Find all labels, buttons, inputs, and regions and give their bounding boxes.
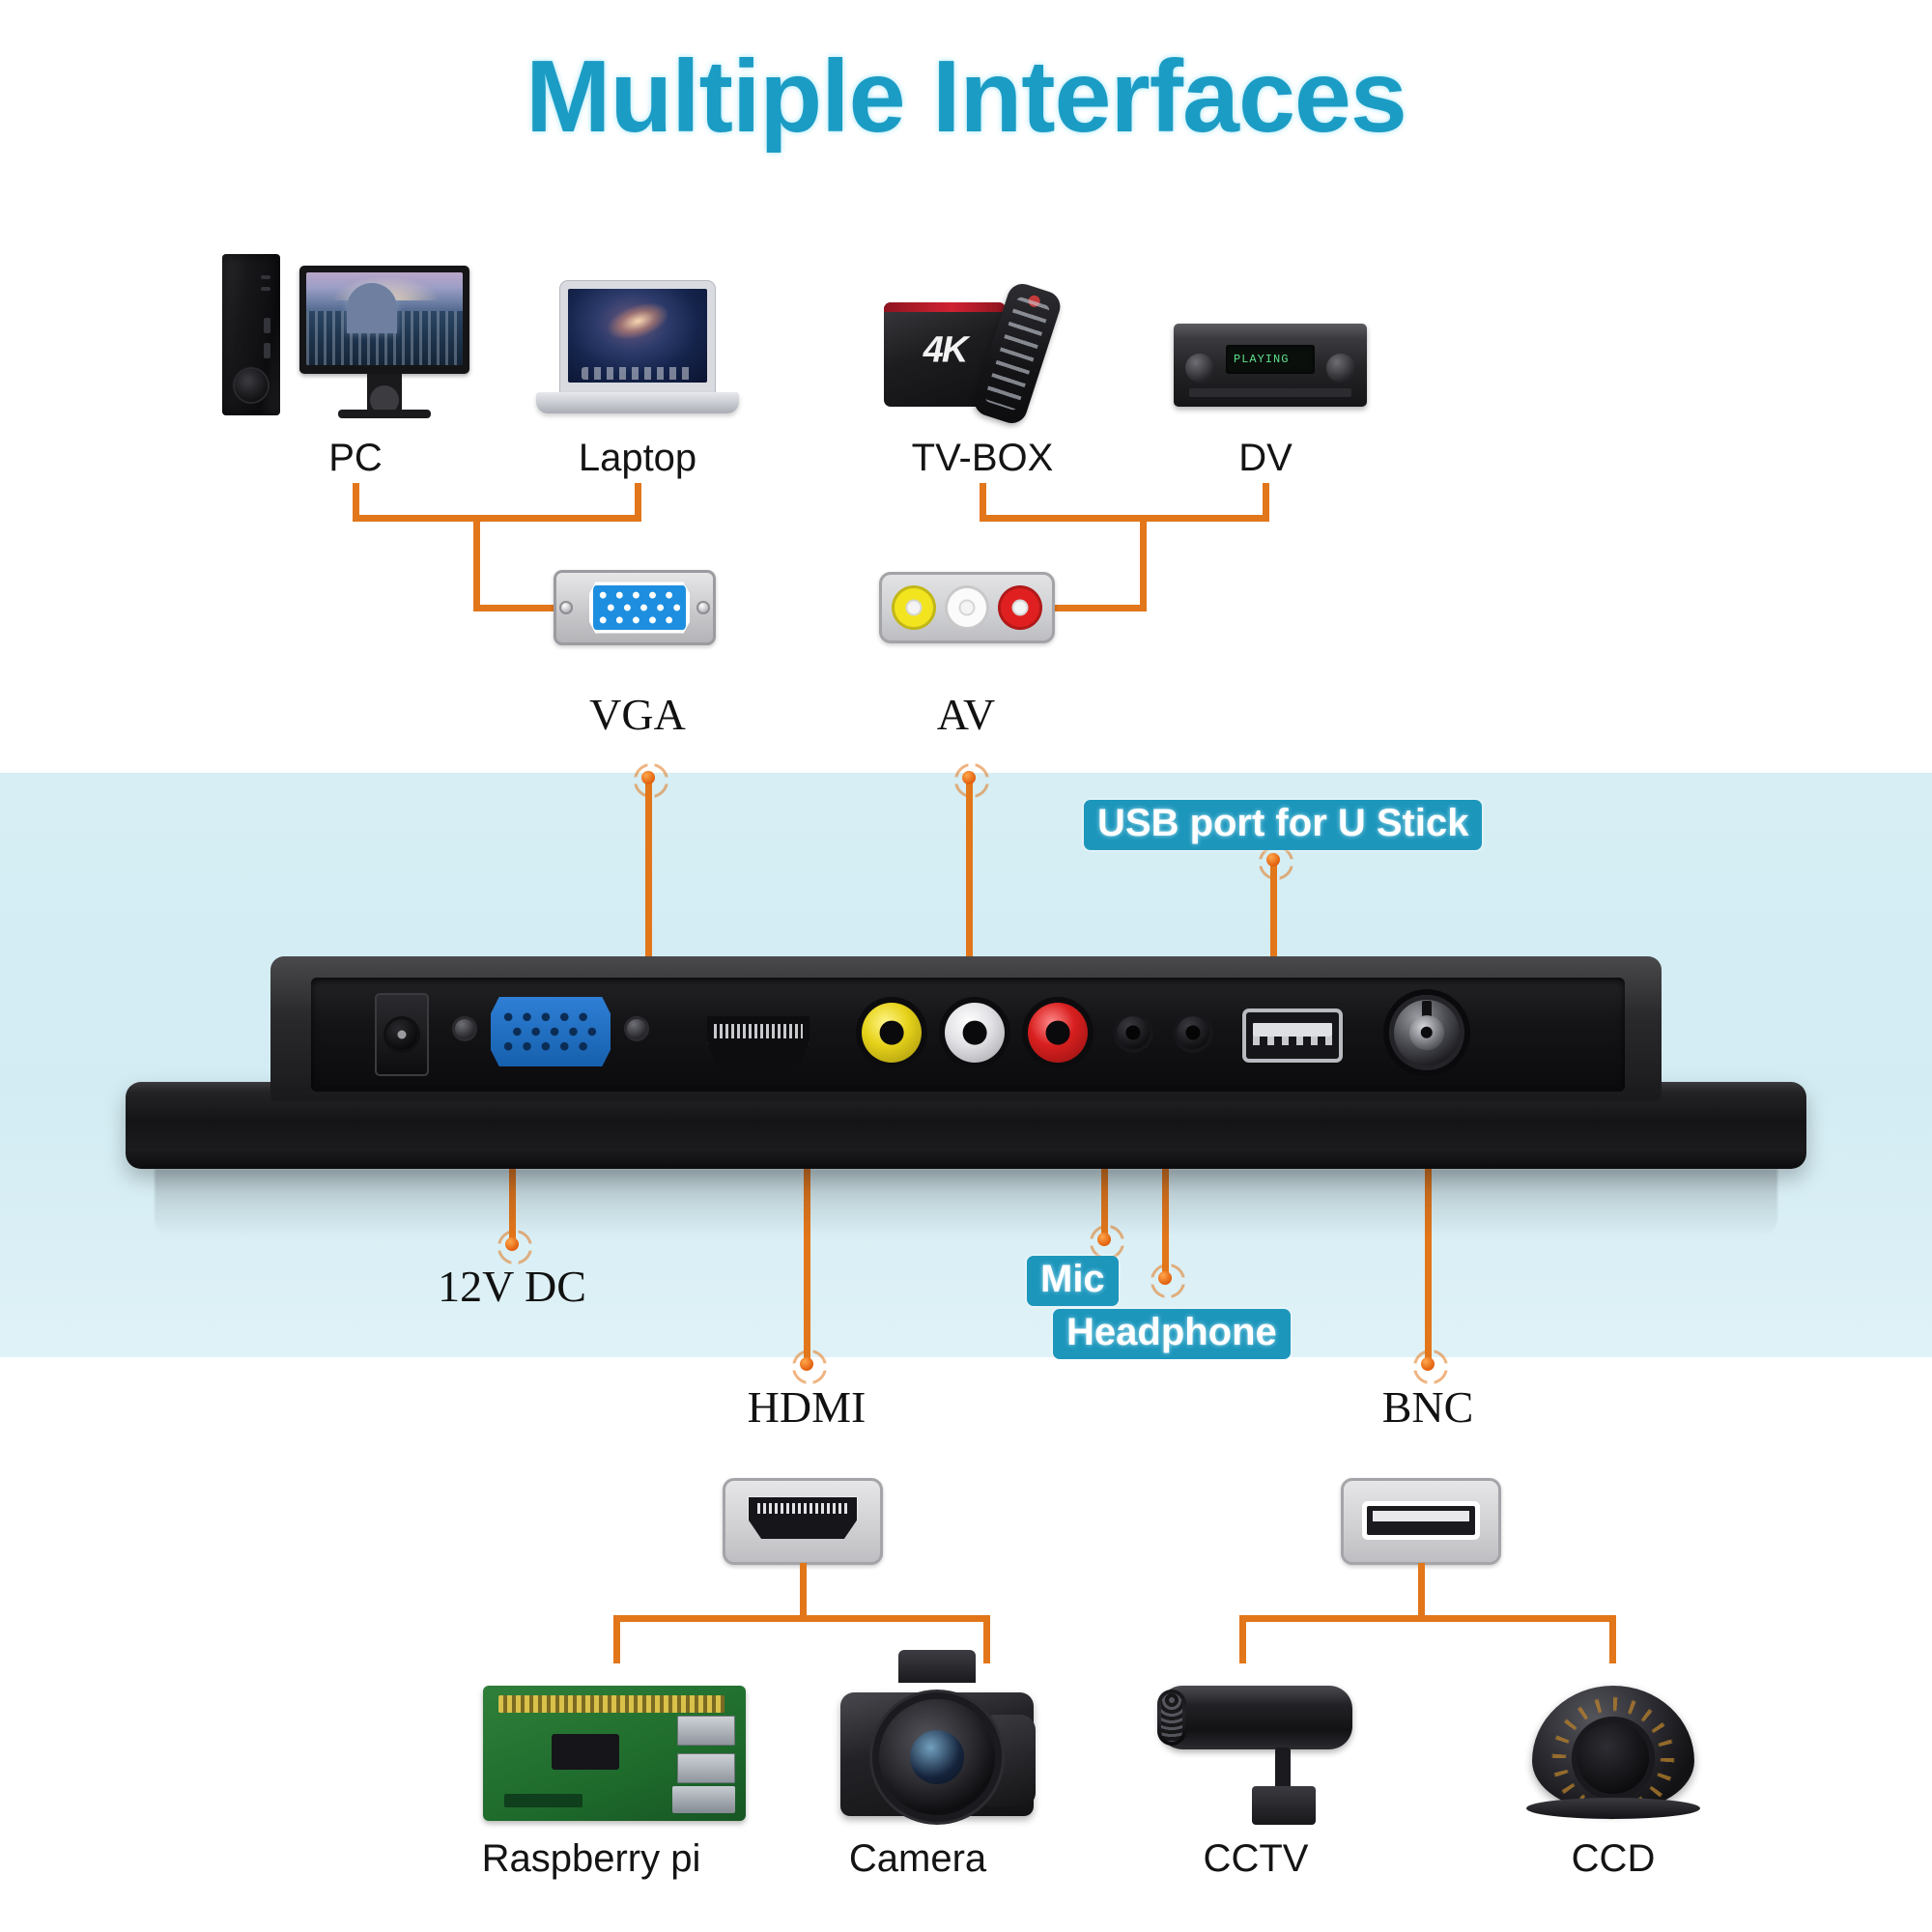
label-raspberry-pi: Raspberry pi — [481, 1837, 701, 1880]
label-laptop: Laptop — [578, 437, 697, 479]
leader-vga — [645, 773, 652, 1043]
rca-jack-white — [945, 585, 989, 630]
av-connector-icon — [879, 572, 1055, 643]
vga-connector-icon — [554, 570, 716, 645]
port-headphone[interactable] — [1173, 1012, 1213, 1053]
page-title: Multiple Interfaces — [526, 40, 1407, 154]
monitor-product-photo — [126, 956, 1806, 1236]
line-hdmi-icon-stem — [800, 1563, 807, 1621]
pc-tower-icon — [222, 254, 280, 415]
pc-monitor-icon — [299, 266, 469, 374]
line-hdmi-to-camera — [983, 1615, 990, 1663]
callout-dc: 12V DC — [438, 1262, 586, 1311]
node-headphone — [1149, 1262, 1185, 1298]
leader-headphone — [1162, 1072, 1169, 1280]
line-hdmi-to-rpi — [613, 1615, 620, 1663]
line-tvbox-drop — [980, 483, 986, 522]
port-vga-screw-left — [452, 1016, 477, 1041]
device-ccd — [1526, 1686, 1700, 1831]
port-av-white[interactable] — [945, 1003, 1005, 1063]
hdmi-port-icon — [723, 1478, 883, 1565]
leader-hdmi — [804, 1072, 810, 1362]
node-vga — [632, 761, 668, 798]
line-av-stem — [1140, 515, 1147, 611]
leader-usb — [1270, 855, 1277, 1053]
line-av-crossbar — [980, 515, 1269, 522]
port-hdmi[interactable] — [707, 1016, 810, 1066]
ccd-base-ring — [1526, 1798, 1700, 1819]
line-dv-drop — [1263, 483, 1269, 522]
port-vga-screw-right — [624, 1016, 649, 1041]
node-bnc — [1411, 1348, 1448, 1384]
laptop-base-icon — [536, 392, 739, 413]
line-av-into-connector — [1053, 605, 1147, 611]
line-bnc-fan-crossbar — [1239, 1615, 1616, 1622]
port-vga[interactable] — [491, 997, 611, 1066]
rca-jack-yellow — [892, 585, 936, 630]
raspberry-pi-board-icon — [483, 1686, 746, 1821]
rca-jack-red — [998, 585, 1042, 630]
device-pc — [222, 246, 473, 425]
label-camera: Camera — [848, 1837, 987, 1880]
line-laptop-drop — [635, 483, 641, 522]
dome-camera-icon — [1532, 1686, 1694, 1823]
line-vga-stem — [473, 515, 480, 611]
monitor-stand-base — [338, 410, 431, 418]
port-dc-power[interactable] — [375, 993, 429, 1076]
monitor-stand-neck — [367, 374, 402, 414]
device-camera — [840, 1650, 1036, 1821]
line-pc-drop — [353, 483, 359, 522]
port-mic[interactable] — [1113, 1012, 1153, 1053]
device-dv — [1174, 324, 1367, 420]
line-vga-into-connector — [473, 605, 565, 611]
leader-av — [966, 773, 973, 995]
line-bnc-to-ccd — [1609, 1615, 1616, 1663]
callout-vga: VGA — [589, 690, 686, 739]
node-hdmi — [790, 1348, 827, 1384]
port-usb[interactable] — [1246, 1012, 1339, 1059]
label-tvbox: TV-BOX — [911, 437, 1054, 479]
label-ccd: CCD — [1571, 1837, 1656, 1880]
callout-headphone-badge: Headphone — [1053, 1309, 1291, 1359]
device-laptop — [536, 280, 739, 425]
line-bnc-icon-stem — [1418, 1563, 1425, 1621]
device-raspberry-pi — [483, 1686, 746, 1821]
cctv-mount-arm — [1275, 1747, 1291, 1792]
port-bnc[interactable] — [1389, 995, 1464, 1070]
callout-usb-badge: USB port for U Stick — [1084, 800, 1483, 850]
laptop-lid-icon — [559, 280, 716, 394]
bnc-port-icon — [1341, 1478, 1501, 1565]
bullet-camera-icon — [1157, 1686, 1352, 1749]
dv-display — [1226, 345, 1315, 374]
cctv-wall-bracket — [1252, 1786, 1316, 1825]
dslr-camera-icon — [840, 1692, 1036, 1816]
line-vga-crossbar — [353, 515, 641, 522]
label-cctv: CCTV — [1203, 1837, 1309, 1880]
callout-mic-badge: Mic — [1027, 1256, 1119, 1306]
dv-recorder-icon — [1174, 324, 1367, 407]
leader-bnc — [1425, 1067, 1432, 1362]
device-tvbox: 4K — [884, 279, 1116, 428]
line-bnc-to-cctv — [1239, 1615, 1246, 1663]
camera-viewfinder-hump — [898, 1650, 976, 1684]
line-hdmi-fan-crossbar — [613, 1615, 990, 1622]
device-cctv — [1157, 1676, 1372, 1835]
callout-hdmi: HDMI — [747, 1382, 867, 1432]
label-dv: DV — [1238, 437, 1293, 479]
label-pc: PC — [328, 437, 383, 479]
callout-av: AV — [936, 690, 996, 739]
port-av-yellow[interactable] — [862, 1003, 922, 1063]
callout-bnc: BNC — [1381, 1382, 1474, 1432]
port-av-red[interactable] — [1028, 1003, 1088, 1063]
monitor-reflection — [155, 1169, 1777, 1236]
node-av — [952, 761, 989, 798]
tvbox-4k-badge: 4K — [923, 329, 969, 371]
